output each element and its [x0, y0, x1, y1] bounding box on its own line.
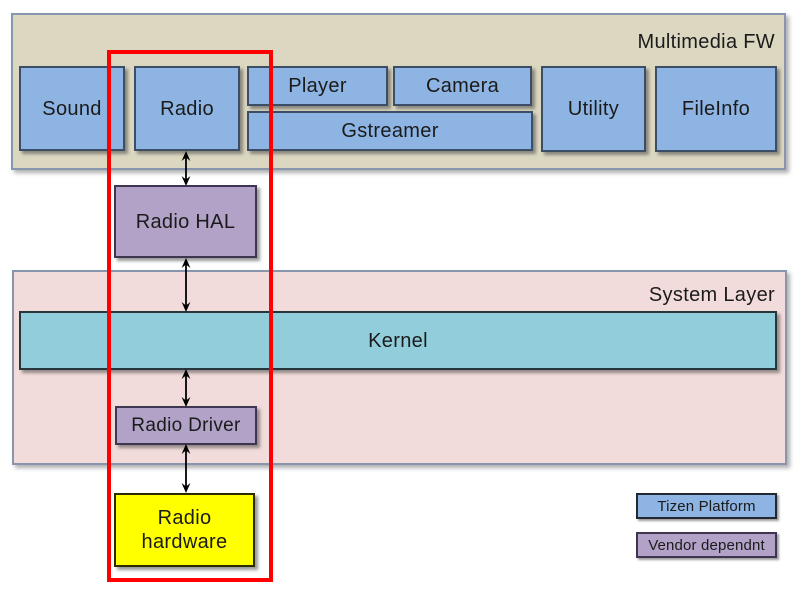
- sound-module-box: Sound: [19, 66, 125, 151]
- multimedia-fw-label: Multimedia FW: [637, 31, 775, 53]
- player-module-box: Player: [247, 66, 388, 106]
- kernel-box: Kernel: [19, 311, 777, 370]
- fileinfo-module-box: FileInfo: [655, 66, 777, 152]
- legend-vendor-dependent: Vendor dependnt: [636, 532, 777, 558]
- arrow-kernel-to-radio-driver-icon: [181, 369, 191, 407]
- utility-module-box: Utility: [541, 66, 646, 152]
- system-layer-label: System Layer: [648, 284, 775, 306]
- gstreamer-module-box: Gstreamer: [247, 111, 533, 151]
- camera-module-box: Camera: [393, 66, 532, 106]
- radio-driver-box: Radio Driver: [115, 406, 257, 445]
- arrow-radio-to-radio-hal-icon: [181, 151, 191, 186]
- arrow-radio-hal-to-kernel-icon: [181, 258, 191, 312]
- radio-hardware-box: Radio hardware: [114, 493, 255, 567]
- radio-module-box: Radio: [134, 66, 240, 151]
- radio-hal-box: Radio HAL: [114, 185, 257, 258]
- arrow-radio-driver-to-hardware-icon: [181, 444, 191, 493]
- legend-tizen-platform: Tizen Platform: [636, 493, 777, 519]
